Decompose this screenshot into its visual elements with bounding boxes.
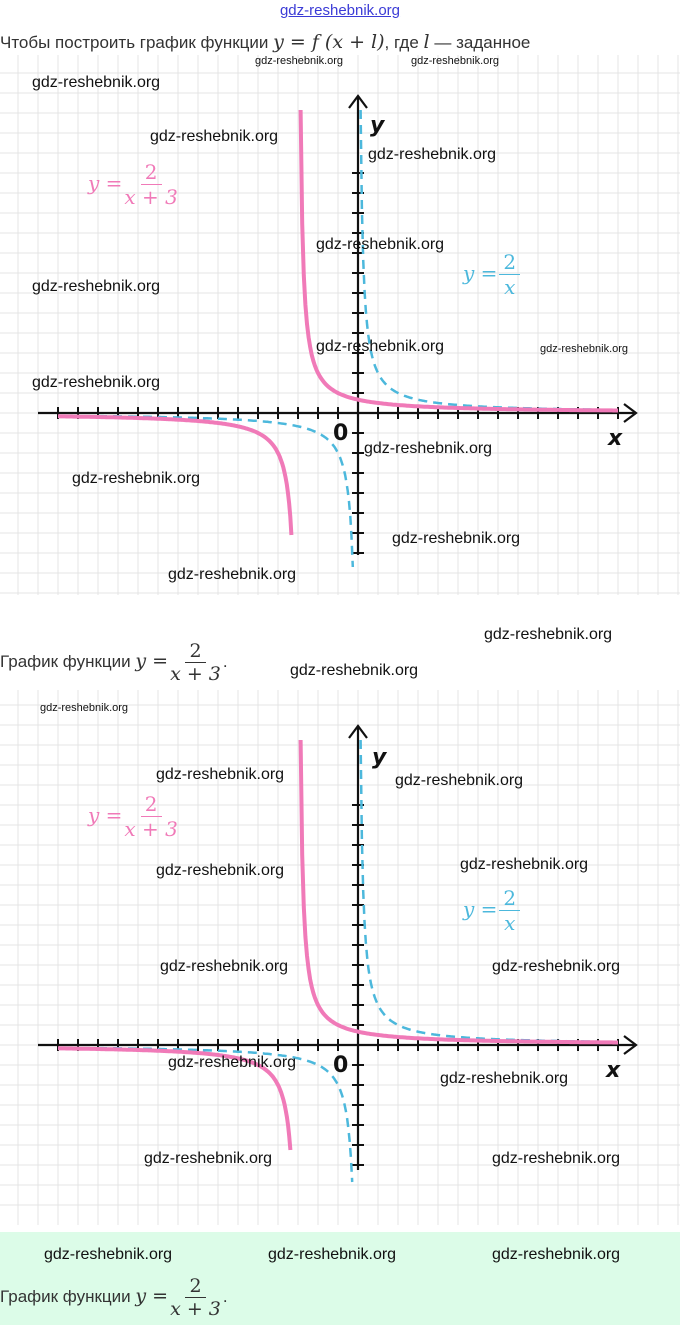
blue-curve-left-branch [98,414,355,568]
watermark: gdz-reshebnik.org [168,566,297,583]
y-axis-label: y [372,745,387,770]
pink-curve-left-branch [58,414,294,536]
x-axis-label: x [608,426,623,451]
watermark: gdz-reshebnik.org [268,1246,397,1263]
watermark: gdz-reshebnik.org [392,530,521,547]
watermark: gdz-reshebnik.org [395,772,524,789]
y-axis-label: y [370,113,385,138]
watermark: gdz-reshebnik.org [156,862,285,879]
intro-text-end: — заданное [434,33,531,52]
blue-curve-left-branch [98,1046,354,1183]
watermark: gdz-reshebnik.org [368,146,497,163]
watermark: gdz-reshebnik.org [411,55,500,67]
variable: l [423,31,430,53]
watermark: gdz-reshebnik.org [32,278,161,295]
watermark: gdz-reshebnik.org [32,374,161,391]
watermark: gdz-reshebnik.org [156,766,285,783]
y-axis-arrow [348,94,368,109]
origin-label: 0 [333,1053,349,1078]
watermark: gdz-reshebnik.org [144,1150,273,1167]
watermark: gdz-reshebnik.org [168,1054,297,1071]
pink-curve-right-branch [298,109,618,413]
watermark: gdz-reshebnik.org [440,1070,569,1087]
origin-label: 0 [333,421,349,446]
intro-text-mid: , где [384,33,419,52]
watermark: gdz-reshebnik.org [160,958,289,975]
watermark: gdz-reshebnik.org [40,702,129,714]
pink-curve-left-branch [58,1046,293,1151]
watermark: gdz-reshebnik.org [150,128,279,145]
watermark: gdz-reshebnik.org [364,440,493,457]
watermark: gdz-reshebnik.org [316,338,445,355]
x-axis-label: x [606,1058,621,1083]
formula: y = f (x + l) [273,31,385,53]
watermark: gdz-reshebnik.org [44,1246,173,1263]
intro-text: Чтобы построить график функции y = f (x … [0,31,530,53]
watermark: gdz-reshebnik.org [255,55,344,67]
watermark: gdz-reshebnik.org [316,236,445,253]
watermark: gdz-reshebnik.org [290,662,419,679]
watermark: gdz-reshebnik.org [72,470,201,487]
watermark: gdz-reshebnik.org [484,626,613,643]
blue-curve-right-branch [359,739,618,1044]
x-axis-arrow [623,403,638,423]
watermark: gdz-reshebnik.org [492,1150,621,1167]
graph-1 [0,55,680,595]
graph-2 [0,690,680,1225]
watermark: gdz-reshebnik.org [460,856,589,873]
intro-text-start: Чтобы построить график функции [0,33,269,52]
answer-box [0,1232,680,1325]
y-axis-arrow [348,724,368,739]
site-link[interactable]: gdz-reshebnik.org [279,2,401,19]
watermark: gdz-reshebnik.org [540,343,629,355]
x-axis-arrow [623,1035,638,1055]
pink-curve-right-branch [298,739,618,1045]
watermark: gdz-reshebnik.org [32,74,161,91]
watermark: gdz-reshebnik.org [492,958,621,975]
watermark: gdz-reshebnik.org [492,1246,621,1263]
